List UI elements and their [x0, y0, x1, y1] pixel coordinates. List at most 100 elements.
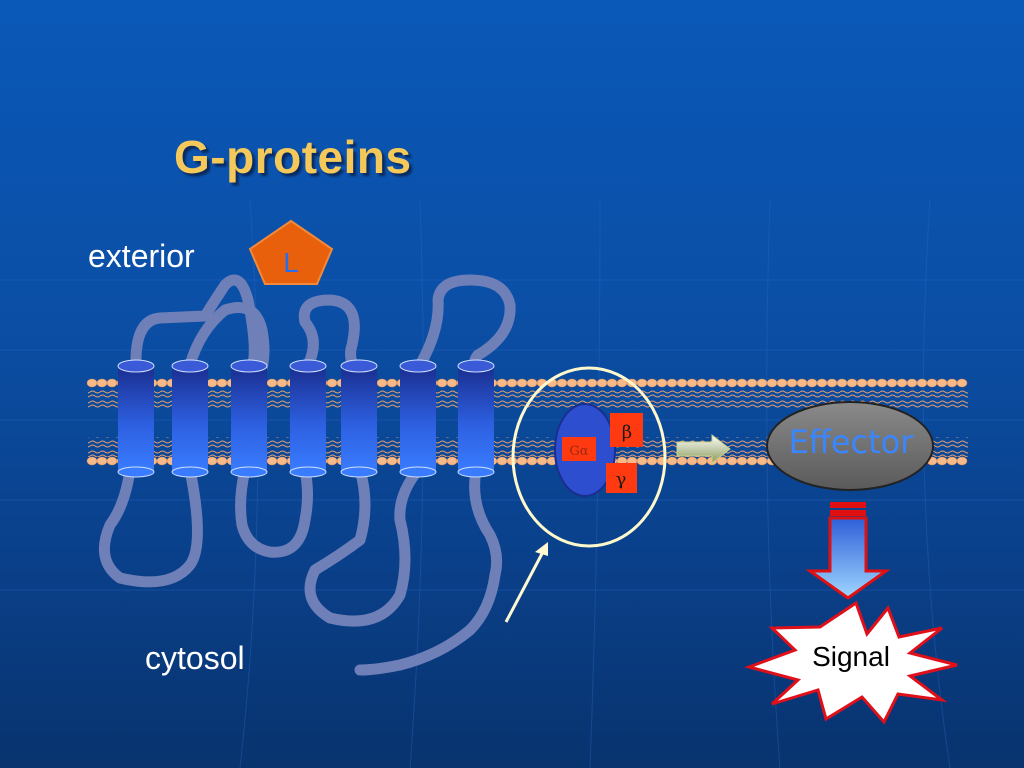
- lipid-head: [746, 378, 758, 388]
- lipid-head: [856, 378, 868, 388]
- ligand: [248, 219, 334, 285]
- helix-1: [117, 359, 155, 478]
- g-beta-label: β: [622, 422, 632, 443]
- lipid-head: [936, 378, 948, 388]
- cytosol-label: cytosol: [145, 640, 245, 676]
- lipid-head: [446, 456, 458, 466]
- lipid-head: [836, 378, 848, 388]
- lipid-head: [576, 378, 588, 388]
- helix-7: [457, 359, 495, 478]
- ligand-label: L: [283, 247, 299, 278]
- lipid-head: [846, 378, 858, 388]
- g-protein-complex: [554, 403, 643, 497]
- lipid-head: [206, 456, 218, 466]
- lipid-head: [656, 378, 668, 388]
- helix-3: [230, 359, 268, 478]
- lipid-head: [156, 456, 168, 466]
- lipid-head: [646, 378, 658, 388]
- lipid-head: [276, 378, 288, 388]
- lipid-head: [266, 456, 278, 466]
- lipid-head: [586, 378, 598, 388]
- effector-shape: [766, 401, 934, 491]
- signal-down-arrow-icon: [805, 502, 891, 600]
- lipid-head: [796, 378, 808, 388]
- lipid-head: [946, 456, 958, 466]
- lipid-head: [96, 378, 108, 388]
- lipid-head: [816, 378, 828, 388]
- g-alpha-tag: [562, 437, 596, 461]
- lipid-head: [636, 456, 648, 466]
- effector-label: Effector: [788, 423, 914, 461]
- g-beta-subunit: [610, 413, 643, 447]
- lipid-head: [496, 378, 508, 388]
- activation-arrow-icon: [676, 433, 731, 465]
- lipid-head: [896, 378, 908, 388]
- lipid-head: [746, 456, 758, 466]
- lipid-head: [526, 378, 538, 388]
- lipid-head: [676, 378, 688, 388]
- lipid-head: [826, 378, 838, 388]
- lipid-head: [776, 378, 788, 388]
- signal-burst: [744, 600, 958, 725]
- lipid-head: [596, 378, 608, 388]
- receptor-loops: [98, 274, 516, 676]
- helix-5: [340, 359, 378, 478]
- lipid-head: [756, 456, 768, 466]
- lipid-head: [376, 456, 388, 466]
- exterior-label: exterior: [88, 238, 195, 274]
- lipid-head: [516, 456, 528, 466]
- lipid-head: [436, 456, 448, 466]
- pointer-line: [504, 547, 547, 623]
- lipid-head: [516, 378, 528, 388]
- lipid-head: [376, 378, 388, 388]
- lipid-head: [686, 456, 698, 466]
- lipid-head: [866, 378, 878, 388]
- lipid-head: [646, 456, 658, 466]
- lipid-head: [926, 378, 938, 388]
- helix-4: [289, 359, 327, 478]
- lipid-head: [446, 378, 458, 388]
- lipid-head: [706, 378, 718, 388]
- page-title: G-proteins: [174, 131, 412, 183]
- lipid-head: [106, 456, 118, 466]
- lipid-head: [606, 378, 618, 388]
- lipid-head: [386, 378, 398, 388]
- lipid-head: [276, 456, 288, 466]
- lipid-head: [886, 378, 898, 388]
- lipid-head: [736, 378, 748, 388]
- lipid-head: [326, 456, 338, 466]
- lipid-head: [386, 456, 398, 466]
- lipid-head: [726, 456, 738, 466]
- lipid-head: [666, 456, 678, 466]
- lipid-head: [956, 456, 968, 466]
- lipid-head: [216, 456, 228, 466]
- g-gamma-subunit: [606, 463, 637, 493]
- lipid-head: [436, 378, 448, 388]
- g-protein-highlight-circle: [511, 366, 667, 548]
- lipid-head: [96, 456, 108, 466]
- lipid-head: [506, 378, 518, 388]
- lipid-head: [686, 378, 698, 388]
- lipid-head: [86, 456, 98, 466]
- lipid-head: [216, 378, 228, 388]
- lipid-head: [566, 378, 578, 388]
- receptor-helices: [117, 359, 495, 478]
- lipid-head: [906, 378, 918, 388]
- lipid-head: [786, 378, 798, 388]
- lipid-head: [946, 378, 958, 388]
- lipid-head: [956, 378, 968, 388]
- lipid-head: [556, 378, 568, 388]
- lipid-head: [696, 456, 708, 466]
- lipid-head: [676, 456, 688, 466]
- lipid-head: [696, 378, 708, 388]
- pointer-arrowhead-icon: [535, 542, 548, 556]
- lipid-head: [106, 378, 118, 388]
- lipid-head: [536, 456, 548, 466]
- membrane-outer-leaflet: [86, 378, 968, 388]
- signal-label: Signal: [812, 641, 890, 672]
- lipid-head: [806, 378, 818, 388]
- lipid-head: [266, 378, 278, 388]
- lipid-head: [526, 456, 538, 466]
